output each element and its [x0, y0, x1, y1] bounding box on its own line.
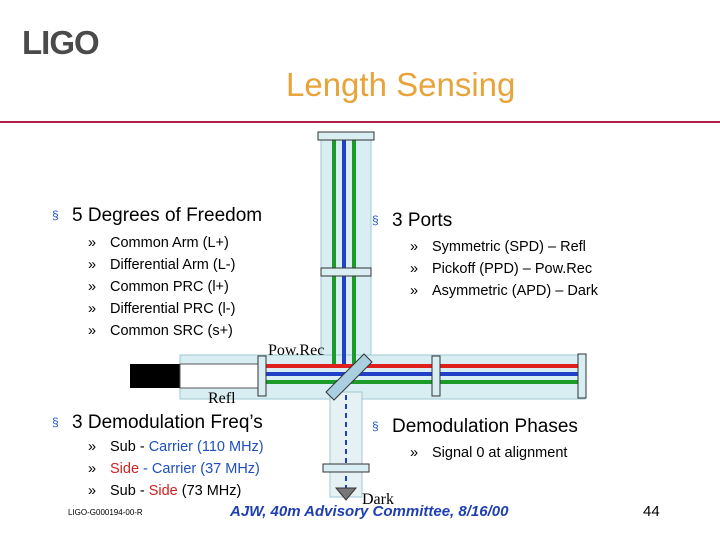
sub-marker-icon: »	[88, 439, 97, 455]
list-item-text: Signal 0 at alignment	[432, 445, 568, 461]
bullet-marker-icon: §	[52, 415, 59, 429]
dark-label: Dark	[362, 491, 394, 508]
sub-marker-icon: »	[410, 261, 419, 277]
vertical-beam-green-left	[332, 140, 336, 365]
sub-marker-icon: »	[88, 461, 97, 477]
list-item: » Differential PRC (l-)	[88, 298, 235, 320]
beamsplitter	[325, 353, 373, 401]
text-part-side: Side	[110, 461, 140, 477]
list-item: » Symmetric (SPD) – Refl	[410, 236, 598, 258]
laser-source	[130, 364, 182, 388]
input-mirror-y	[320, 267, 372, 277]
list-item: » Sub - Side (73 MHz)	[88, 480, 264, 502]
bullet-demod-phases: § Demodulation Phases	[372, 416, 578, 438]
footer-author-date: AJW, 40m Advisory Committee, 8/16/00	[230, 503, 509, 520]
sub-marker-icon: »	[88, 235, 97, 251]
text-part-carrier: Carrier	[148, 439, 193, 455]
list-item-text: Common SRC (s+)	[110, 323, 233, 339]
document-id: LIGO-G000194-00-R	[68, 508, 143, 517]
bullet-marker-icon: §	[52, 208, 59, 222]
end-mirror-y	[317, 131, 375, 141]
list-item-text: Symmetric (SPD) – Refl	[432, 239, 586, 255]
text-part: (110 MHz)	[193, 439, 264, 455]
phases-list: » Signal 0 at alignment	[410, 442, 567, 464]
list-item: » Asymmetric (APD) – Dark	[410, 280, 598, 302]
horizontal-beam-blue	[262, 372, 582, 376]
dof-list: »Common Arm (L+) »Differential Arm (L-) …	[88, 232, 235, 342]
dark-port-detector	[334, 487, 358, 501]
bullet-text: 5 Degrees of Freedom	[72, 205, 263, 226]
sub-marker-icon: »	[88, 279, 97, 295]
text-part: - Carrier (37 MHz)	[139, 461, 260, 477]
list-item: » Common PRC (l+)	[88, 276, 235, 298]
text-part: (73 MHz)	[177, 483, 242, 499]
list-item: » Sub - Carrier (110 MHz)	[88, 436, 264, 458]
list-item: » Side - Carrier (37 MHz)	[88, 458, 264, 480]
list-item: » Signal 0 at alignment	[410, 442, 567, 464]
refl-label: Refl	[208, 390, 236, 407]
end-mirror-x	[577, 353, 587, 399]
ligo-logo: LIGO	[22, 24, 100, 61]
text-part: Sub -	[110, 483, 149, 499]
list-item: » Pickoff (PPD) – Pow.Rec	[410, 258, 598, 280]
vertical-beam-green-right	[352, 140, 356, 365]
title-divider	[0, 121, 720, 123]
bullet-text: Demodulation Phases	[392, 416, 578, 437]
text-part-side: Side	[148, 483, 178, 499]
horizontal-beam-red	[262, 364, 582, 368]
bullet-marker-icon: §	[372, 213, 379, 227]
list-item: » Differential Arm (L-)	[88, 254, 235, 276]
laser-housing	[179, 363, 261, 389]
list-item: » Common SRC (s+)	[88, 320, 235, 342]
sub-marker-icon: »	[88, 301, 97, 317]
horizontal-beam-green	[262, 380, 582, 384]
list-item-text: Pickoff (PPD) – Pow.Rec	[432, 261, 593, 277]
sub-marker-icon: »	[410, 239, 419, 255]
list-item-text: Common PRC (l+)	[110, 279, 229, 295]
list-item-text: Asymmetric (APD) – Dark	[432, 283, 598, 299]
sub-marker-icon: »	[88, 483, 97, 499]
bullet-text: 3 Ports	[392, 210, 453, 231]
bullet-ports: § 3 Ports	[372, 210, 452, 232]
sub-marker-icon: »	[410, 283, 419, 299]
text-part: Sub -	[110, 439, 149, 455]
freq-list: » Sub - Carrier (110 MHz) » Side - Carrier…	[88, 436, 264, 502]
sub-marker-icon: »	[88, 323, 97, 339]
list-item-text: Differential PRC (l-)	[110, 301, 236, 317]
bullet-text: 3 Demodulation Freq’s	[72, 412, 263, 433]
page-number: 44	[643, 503, 660, 520]
page-title: Length Sensing	[286, 66, 516, 103]
input-mirror-x	[431, 355, 441, 397]
list-item-text: Differential Arm (L-)	[110, 257, 236, 273]
signal-recycling-mirror	[322, 463, 370, 473]
bullet-demod-freqs: § 3 Demodulation Freq’s	[52, 412, 263, 434]
sub-marker-icon: »	[88, 257, 97, 273]
bullet-degrees-of-freedom: § 5 Degrees of Freedom	[52, 205, 262, 227]
recycling-mirror	[257, 355, 267, 397]
list-item-text: Common Arm (L+)	[110, 235, 229, 251]
powrec-label: Pow.Rec	[268, 342, 325, 359]
vertical-beam-blue	[342, 140, 346, 365]
bullet-marker-icon: §	[372, 419, 379, 433]
sub-marker-icon: »	[410, 445, 419, 461]
list-item: » Common Arm (L+)	[88, 232, 235, 254]
ports-list: » Symmetric (SPD) – Refl » Pickoff (PPD) –…	[410, 236, 598, 302]
